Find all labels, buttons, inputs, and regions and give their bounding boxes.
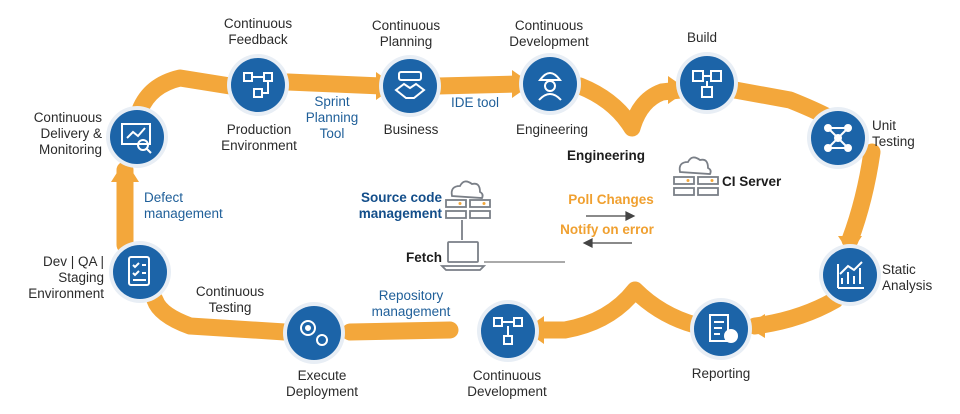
loop-segment-development-build (571, 77, 689, 137)
connector-label-sprint-planning-tool: Sprint Planning Tool (305, 94, 359, 141)
cloud-server-icon-left (445, 180, 491, 219)
stage-title-execute-deployment: Execute Deployment (285, 368, 359, 399)
connector-label-defect-management: Defect management (144, 190, 223, 221)
arrowhead-left-1 (745, 314, 765, 338)
stage-title-unit-testing: Unit Testing (872, 118, 915, 149)
node-continuous-feedback[interactable] (227, 54, 289, 116)
stage-title-continuous-feedback: Continuous Feedback (223, 16, 293, 47)
stage-subtitle-production-environment: Production Environment (221, 122, 297, 153)
engineer-icon (538, 72, 562, 101)
loop-segment-reporting-development (527, 281, 704, 339)
node-continuous-delivery[interactable] (106, 106, 168, 168)
stage-title-dev-qa-staging: Dev | QA | Staging Environment (28, 254, 104, 301)
loop-segment-development-execute (341, 321, 459, 341)
laptop-icon (439, 220, 487, 271)
stage-subtitle-continuous-testing: Continuous Testing (195, 284, 265, 315)
node-continuous-planning[interactable] (379, 55, 441, 117)
arrowhead-up-1 (111, 160, 139, 182)
connector-label-ide-tool: IDE tool (450, 95, 500, 110)
center-label-source-code-management: Source code management (358, 190, 442, 221)
checklist-icon (128, 256, 150, 286)
monitor-icon (121, 123, 152, 154)
stage-subtitle-business: Business (383, 122, 439, 137)
center-label-fetch: Fetch (405, 250, 442, 265)
node-execute-deployment[interactable] (283, 302, 345, 364)
stage-title-continuous-delivery: Continuous Delivery & Monitoring (33, 110, 102, 157)
stage-title-static-analysis: Static Analysis (882, 262, 933, 293)
stage-title-continuous-development-top: Continuous Development (509, 18, 589, 49)
node-continuous-development-bottom[interactable] (477, 300, 539, 362)
loop-segment-build-unit (726, 81, 839, 127)
handshake-icon (394, 71, 426, 99)
node-reporting[interactable] (690, 298, 752, 360)
node-static-analysis[interactable] (819, 244, 881, 306)
node-build[interactable] (676, 52, 738, 114)
node-continuous-development-top[interactable] (519, 53, 581, 115)
cloud-server-icon-right (673, 156, 719, 196)
poll-changes-arrow (586, 211, 636, 221)
build-icon (692, 70, 722, 98)
center-label-ci-server: CI Server (722, 174, 782, 189)
node-dev-qa-staging[interactable] (109, 241, 171, 303)
loop-segment-planning-development (429, 75, 529, 95)
stage-title-build: Build (686, 30, 718, 45)
workflow-icon (243, 72, 273, 98)
gears-icon (300, 320, 328, 346)
center-label-engineering: Engineering (566, 148, 645, 163)
loop-segment-execute-devqa (146, 291, 294, 341)
stage-subtitle-engineering: Engineering (515, 122, 589, 137)
center-label-poll-changes: Poll Changes (568, 192, 654, 207)
stage-title-continuous-development-bottom: Continuous Development (467, 368, 547, 399)
loop-segment-static-reporting (746, 291, 844, 335)
stage-title-reporting: Reporting (691, 366, 751, 381)
report-icon (709, 314, 738, 343)
stage-title-continuous-planning: Continuous Planning (371, 18, 441, 49)
connector-label-repository-management: Repository management (371, 288, 451, 319)
notify-arrow (582, 238, 632, 248)
loop-track (116, 69, 881, 341)
node-unit-testing[interactable] (807, 107, 869, 169)
network-icon (824, 124, 852, 152)
chart-icon (837, 261, 864, 289)
center-label-notify-on-error: Notify on error (560, 222, 654, 237)
loop-segment-feedback-planning (279, 73, 391, 95)
loop-segment-feedback-delivery (131, 69, 239, 119)
flow-icon (493, 317, 523, 345)
loop-segment-unit-static (841, 143, 881, 249)
